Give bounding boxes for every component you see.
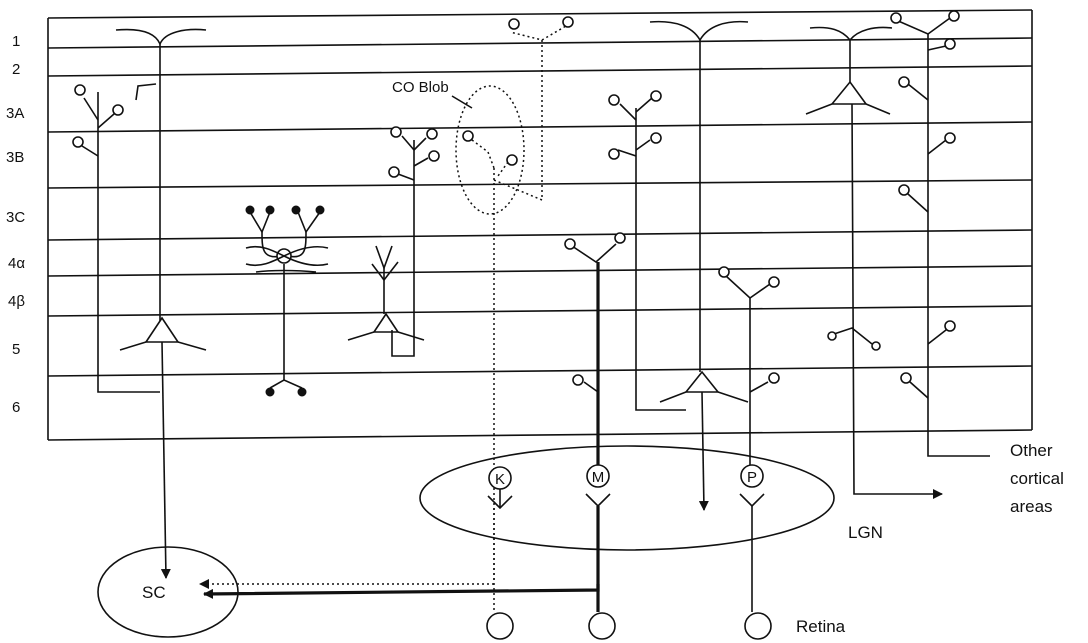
layer-label-3b: 3B <box>6 149 24 166</box>
lgn-cell-p: P <box>740 465 764 506</box>
layer-label-2: 2 <box>12 61 20 78</box>
sc-label: SC <box>142 583 166 602</box>
layer6-pyramidal-neuron <box>609 22 748 510</box>
interneuron <box>246 206 328 396</box>
lgn-cell-k-label: K <box>495 471 505 488</box>
retina-projections: Retina <box>487 506 846 639</box>
lgn-label: LGN <box>848 523 883 542</box>
other-cortical-areas-label: Other cortical areas <box>1010 441 1064 516</box>
lgn-cell-p-label: P <box>747 469 757 486</box>
layer-label-4alpha: 4α <box>8 255 25 272</box>
cortex-layer-grid <box>48 10 1032 440</box>
retina-label: Retina <box>796 617 846 636</box>
other-cortical-line-2: cortical <box>1010 469 1064 488</box>
lgn-cell-k: K <box>488 467 512 508</box>
layer23-pyramidal-neuron <box>806 11 990 494</box>
lgn-cell-m-label: M <box>592 469 605 486</box>
layer-label-6: 6 <box>12 399 20 416</box>
layer-label-3a: 3A <box>6 105 24 122</box>
lgn-cell-m: M <box>586 465 610 506</box>
layer-label-5: 5 <box>12 341 20 358</box>
p-pathway-neuron <box>719 267 779 476</box>
layer5-pyramidal-neuron <box>116 30 206 578</box>
other-cortical-line-3: areas <box>1010 497 1053 516</box>
co-blob-label: CO Blob <box>392 79 449 96</box>
layer-label-3c: 3C <box>6 209 25 226</box>
co-blob: CO Blob <box>392 17 573 580</box>
other-cortical-line-1: Other <box>1010 441 1053 460</box>
layer-label-1: 1 <box>12 33 20 50</box>
layer-label-4beta: 4β <box>8 293 25 310</box>
layer-labels: 1 2 3A 3B 3C 4α 4β 5 6 <box>6 33 25 416</box>
lgn: LGN K M P <box>420 446 883 550</box>
layer5-small-pyramidal-neuron <box>348 127 439 356</box>
superior-colliculus: SC <box>98 547 598 637</box>
